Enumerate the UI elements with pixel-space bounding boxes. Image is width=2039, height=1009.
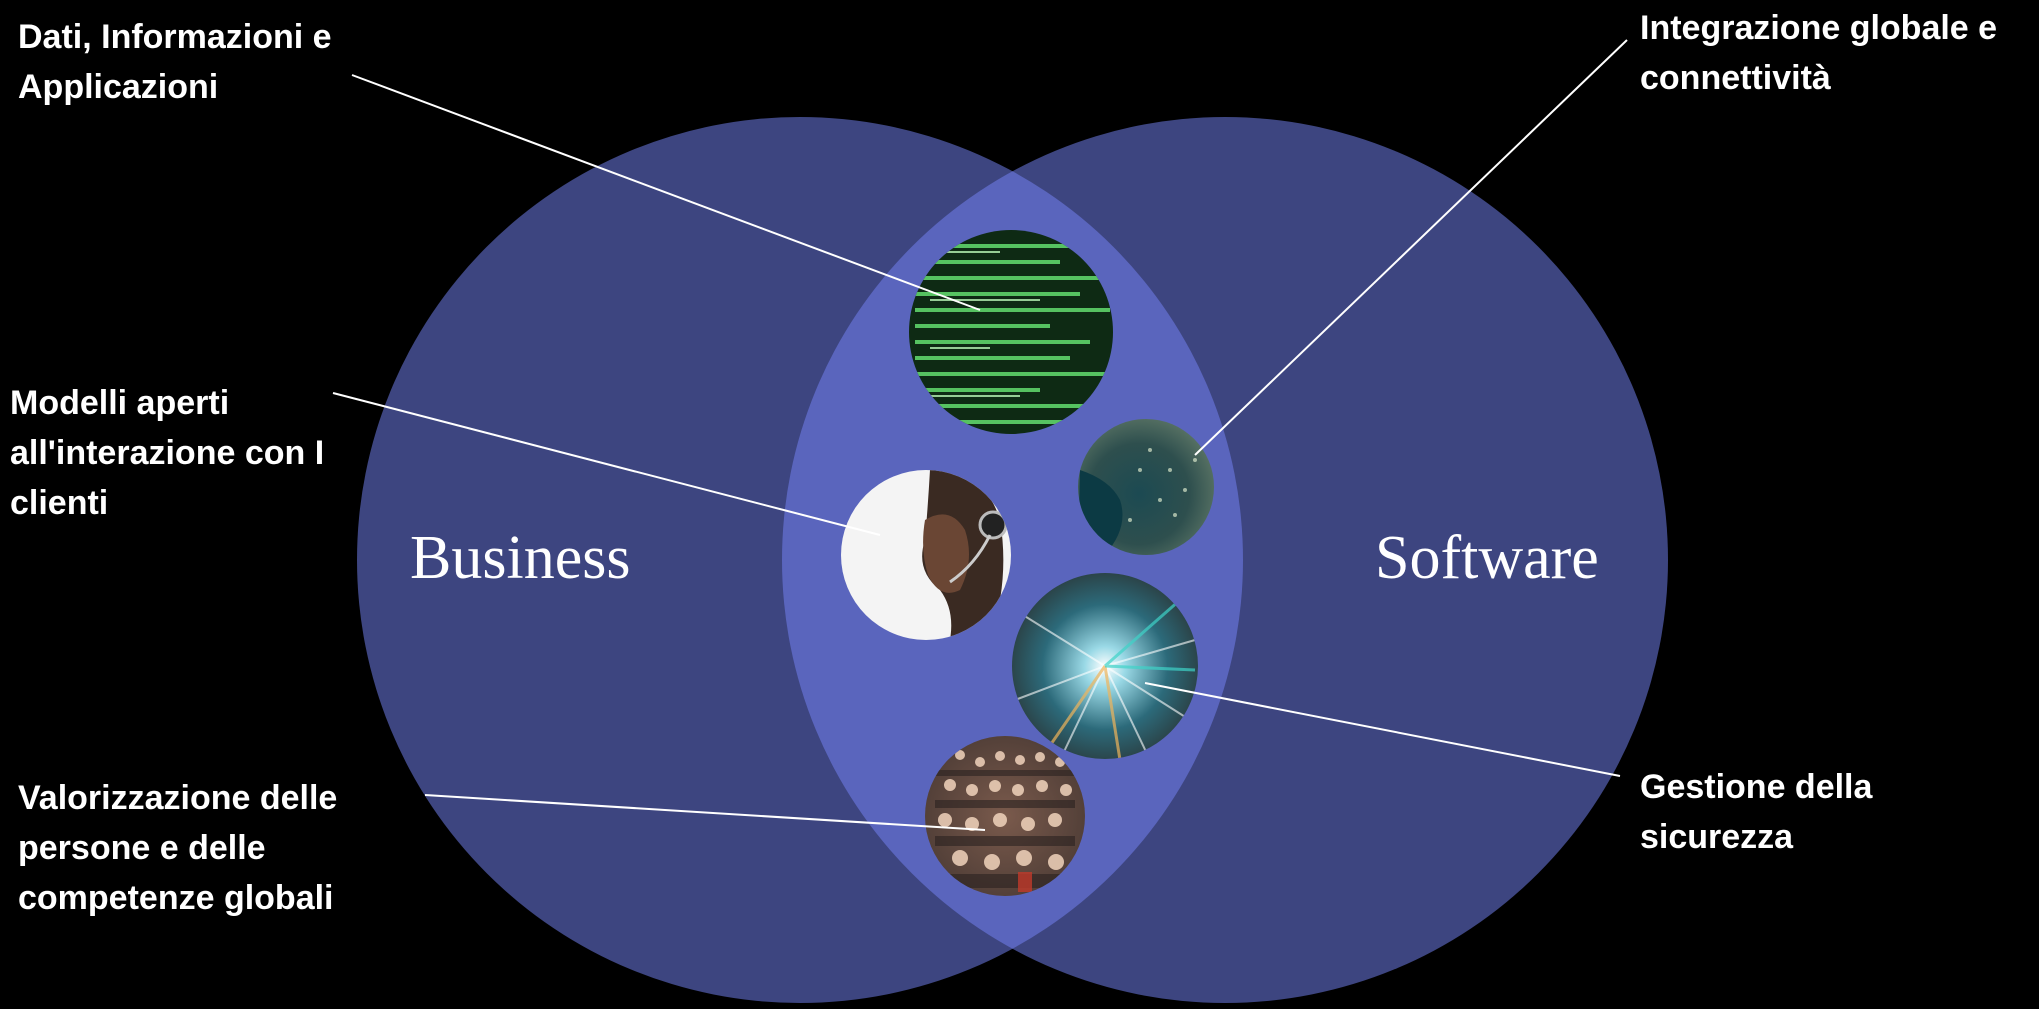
callout-security: Gestione della sicurezza — [1640, 768, 1873, 856]
leader-line-data-info — [351, 74, 981, 311]
leader-line-open-models — [332, 392, 881, 536]
leader-line-security — [1144, 682, 1621, 777]
crowd-photo — [925, 736, 1085, 896]
leader-line-global-integration — [1194, 39, 1628, 456]
business-label: Business — [410, 524, 630, 592]
light-speed-photo — [1012, 573, 1198, 759]
callout-data-info-apps: Dati, Informazioni e Applicazioni — [18, 18, 332, 106]
leader-line-people-skills — [424, 794, 986, 831]
callout-people-skills: Valorizzazione delle persone e delle com… — [18, 779, 338, 917]
callout-global-integration: Integrazione globale e connettività — [1640, 9, 1998, 97]
call-center-photo — [841, 470, 1011, 640]
leader-lines — [332, 39, 1628, 831]
callout-open-models: Modelli aperti all'interazione con I cli… — [10, 384, 325, 522]
software-label: Software — [1375, 524, 1599, 592]
